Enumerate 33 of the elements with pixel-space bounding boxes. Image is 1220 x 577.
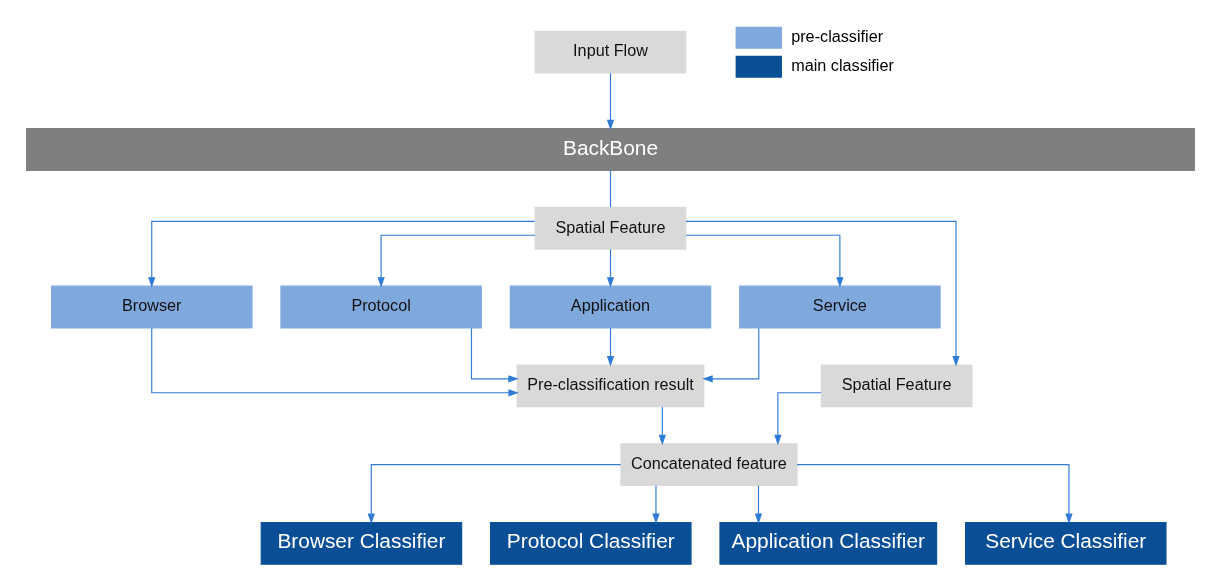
node-box: Protocol: [279, 285, 482, 329]
node-box: Spatial Feature: [534, 206, 686, 250]
node-box: Service: [738, 285, 941, 329]
arrow: [147, 220, 535, 288]
legend-label: pre-classifier: [790, 26, 883, 45]
node-box: Protocol Classifier: [489, 521, 692, 565]
arrow: [376, 234, 536, 288]
node-box: Concatenated feature: [619, 443, 798, 486]
node-box: Input Flow: [534, 30, 686, 74]
arrow: [606, 248, 614, 288]
node-box: Browser Classifier: [260, 521, 462, 565]
arrow: [606, 72, 614, 131]
arrow: [651, 485, 660, 524]
node-box: Spatial Feature: [820, 364, 973, 408]
connector: [609, 170, 611, 208]
arrow: [470, 327, 519, 383]
node-box: Pre-classification result: [516, 364, 704, 408]
arrow: [795, 464, 1073, 524]
arrow: [701, 327, 759, 383]
arrow: [754, 485, 762, 524]
arrow: [658, 406, 666, 446]
node-box: BackBone: [25, 128, 1195, 171]
node-box: Browser: [50, 285, 253, 329]
arrow: [150, 327, 519, 397]
arrow: [684, 234, 844, 288]
legend-label: main classifier: [790, 55, 894, 74]
node-box: Application: [509, 285, 711, 329]
arrow: [367, 464, 621, 524]
arrow: [684, 220, 960, 367]
arrow: [773, 392, 822, 446]
node-box: Service Classifier: [964, 521, 1167, 565]
node-box: Application Classifier: [718, 521, 937, 565]
arrow: [606, 327, 614, 367]
